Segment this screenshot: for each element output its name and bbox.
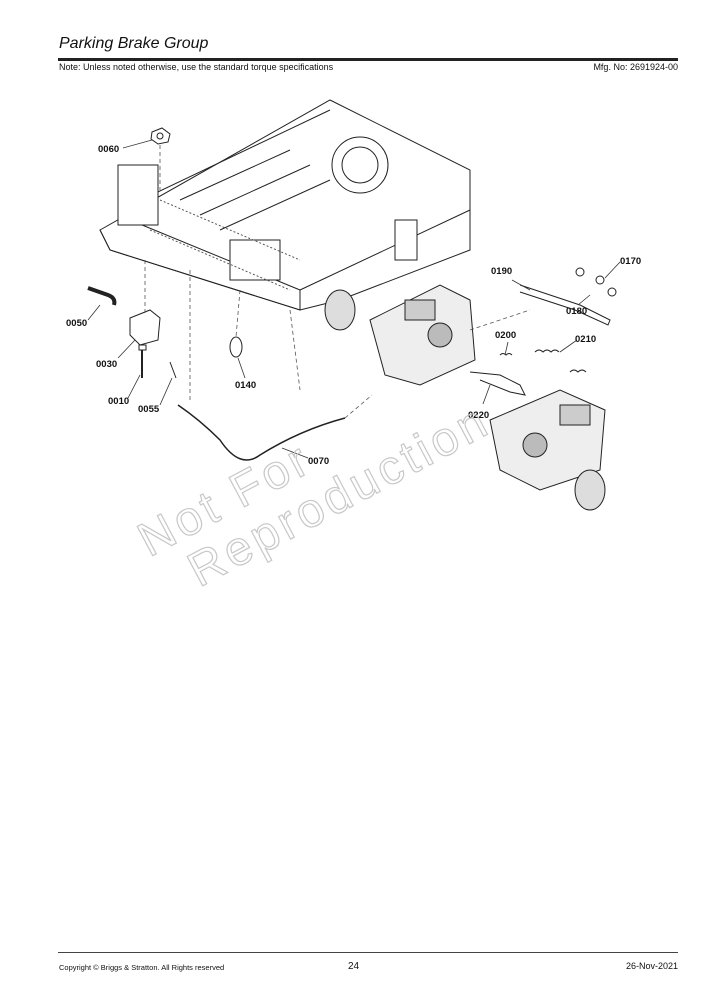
transaxle-left [324,284,476,386]
nut-0060 [150,127,171,145]
parts-diagram: 0060 0050 0030 0010 0055 0140 0070 0190 … [66,99,641,598]
callout-0060: 0060 [98,144,119,155]
callout-0170: 0170 [620,256,641,267]
clip-0140 [229,336,243,358]
rod-0050 [87,286,117,306]
publication-date: 26-Nov-2021 [625,961,678,971]
page-title: Parking Brake Group [59,35,209,52]
callout-0050: 0050 [66,318,87,329]
callout-0190: 0190 [491,266,512,277]
bolt-0010 [138,344,147,378]
callout-0220: 0220 [468,410,489,421]
header-rule [58,58,678,61]
leader-lines [87,139,621,459]
callout-0055: 0055 [138,404,160,415]
callout-0030: 0030 [96,359,117,370]
torque-note: Note: Unless noted otherwise, use the st… [59,62,334,72]
bracket-0030 [129,309,161,346]
assembly-lines [144,145,531,419]
callout-0140: 0140 [235,380,256,391]
callout-0210: 0210 [575,334,596,345]
frame-assembly [99,99,471,311]
watermark: Not For Reproduction [129,393,500,598]
footer-rule [58,952,678,953]
transaxle-right [489,389,606,511]
cable-0070 [177,404,346,461]
mfg-number: Mfg. No: 2691924-00 [593,62,678,72]
copyright-text: Copyright © Briggs & Stratton. All Right… [59,963,225,972]
callout-0010: 0010 [108,396,129,407]
callout-0180: 0180 [566,306,587,317]
page-number: 24 [348,961,360,972]
pin-0055 [169,361,177,379]
brake-linkage [469,267,617,396]
callout-0070: 0070 [308,456,329,467]
callout-0200: 0200 [495,330,516,341]
